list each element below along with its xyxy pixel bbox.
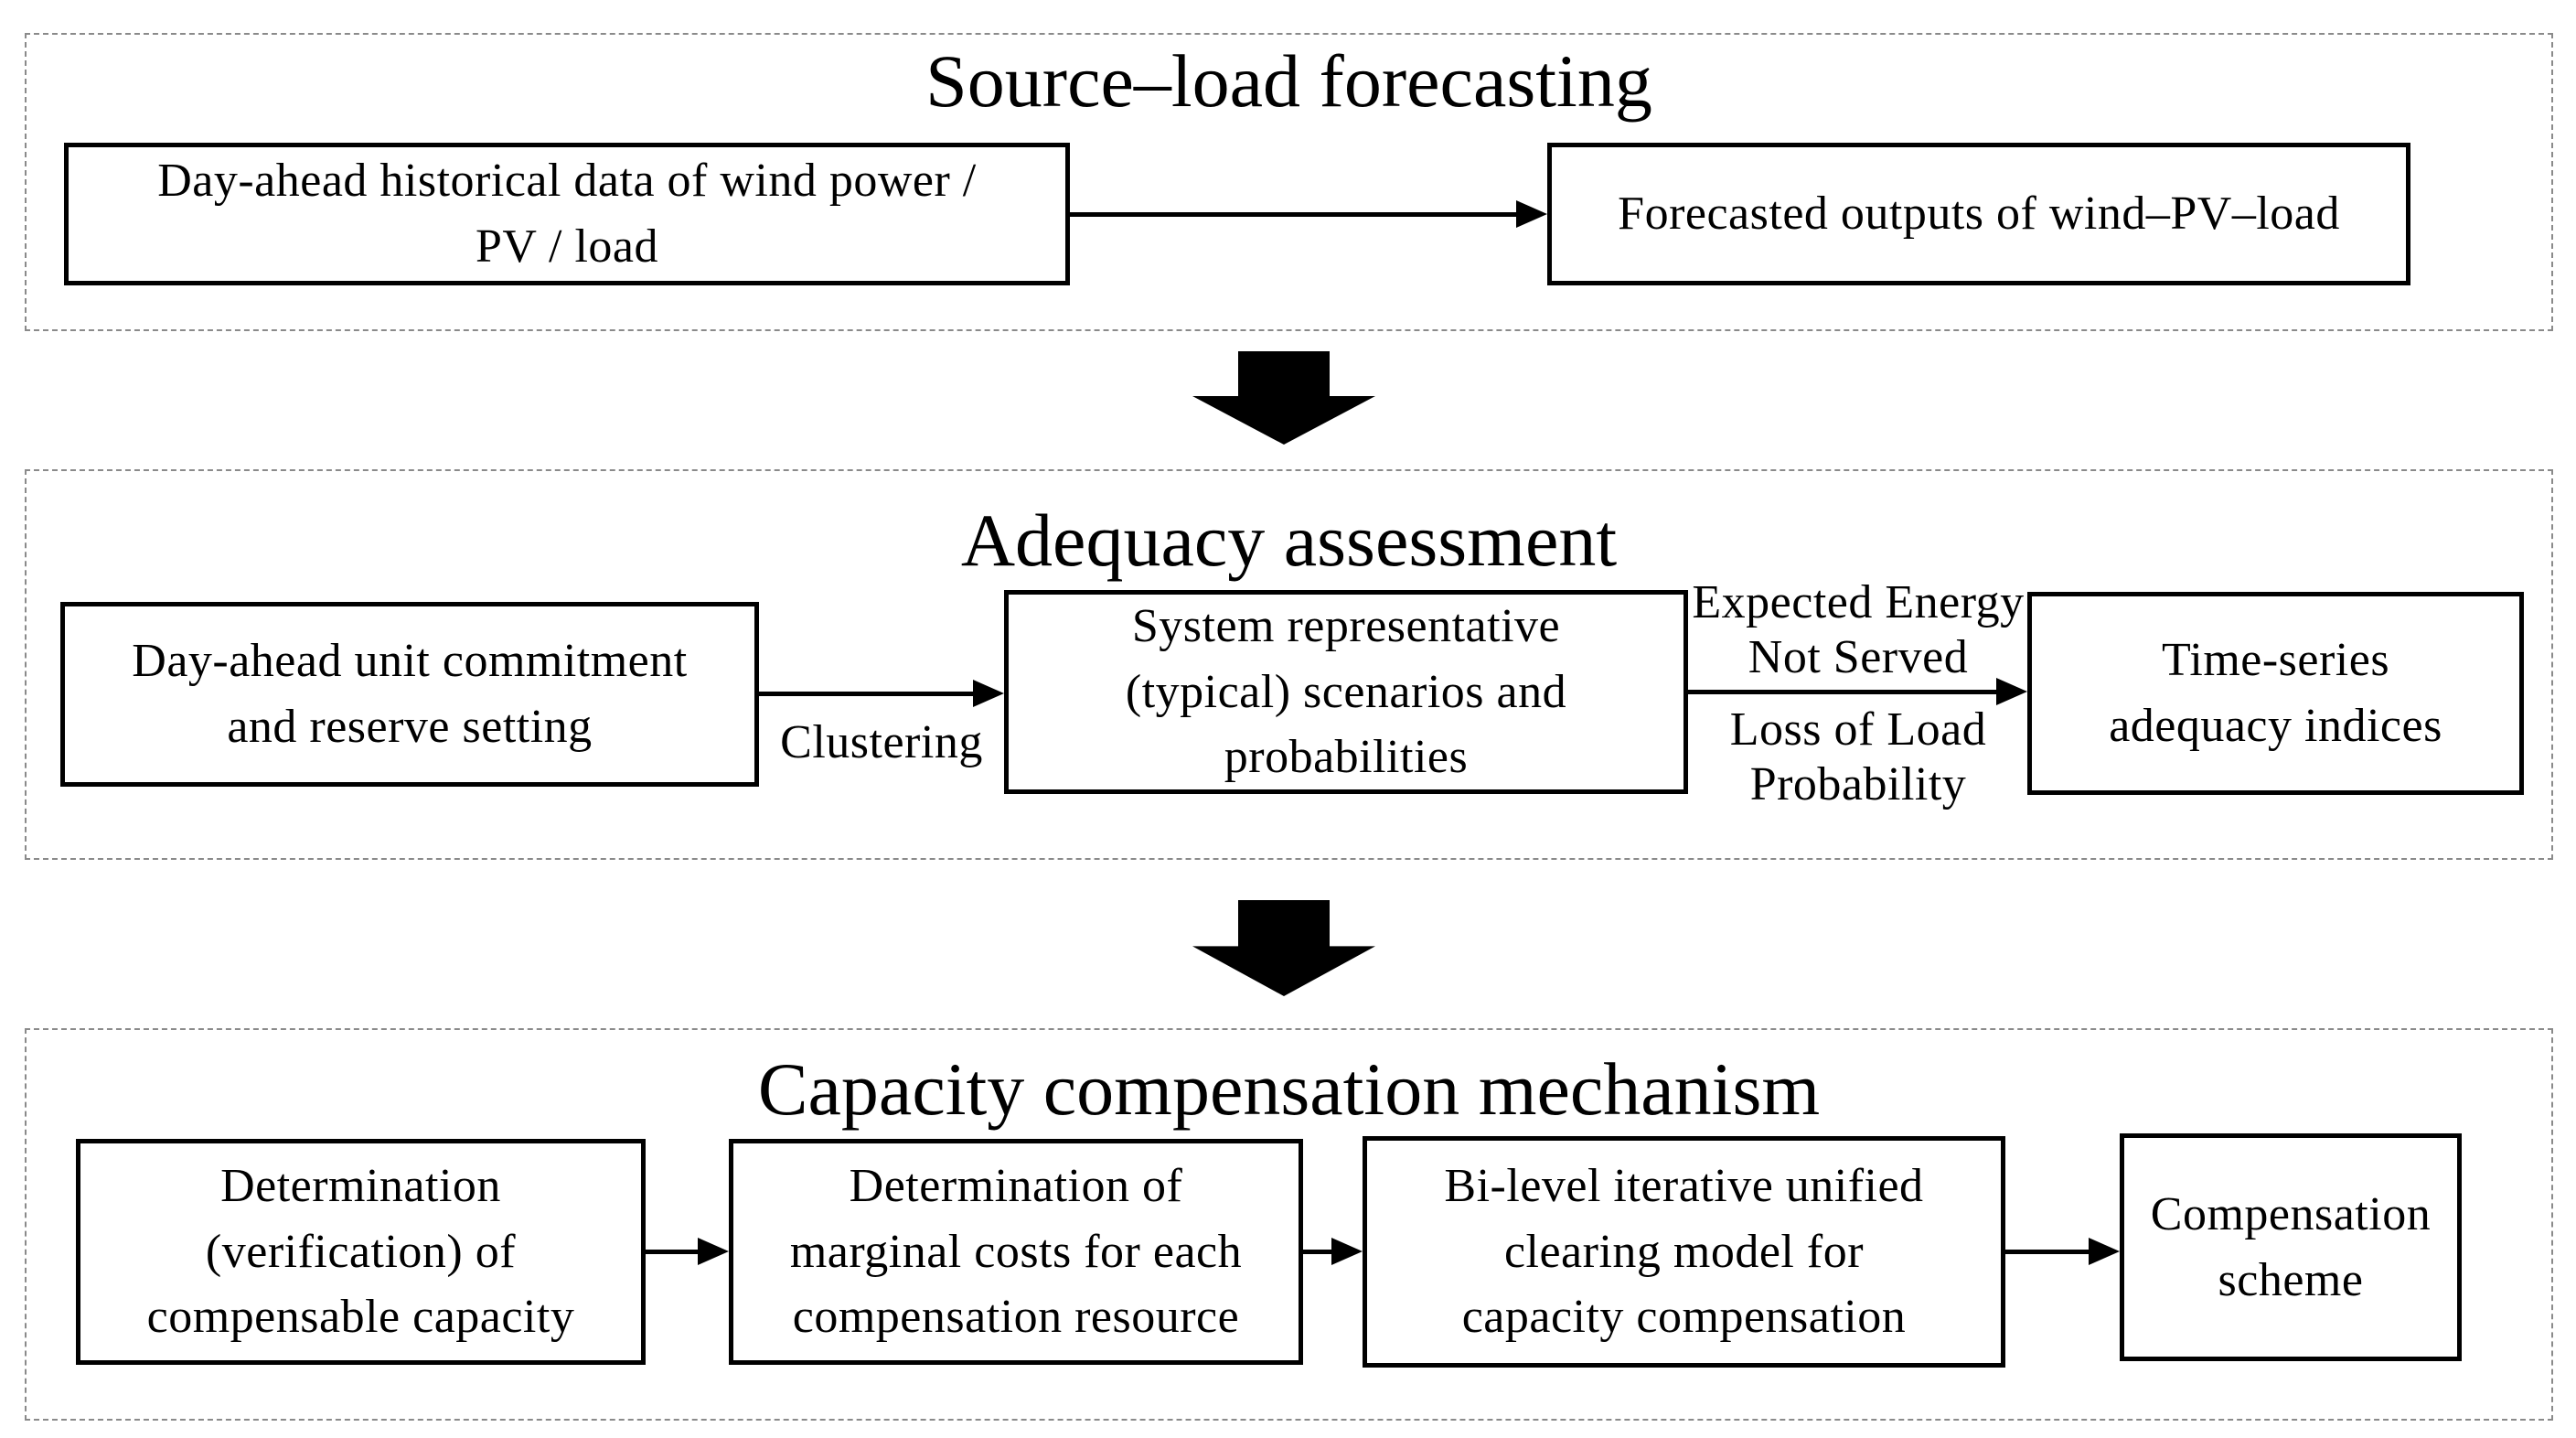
down-block-arrow-1 xyxy=(1192,351,1375,445)
box-representative-scenarios-text: System representative(typical) scenarios… xyxy=(1125,599,1567,784)
arrow-shaft xyxy=(1688,689,1996,694)
arrow-commitment-to-scenarios xyxy=(759,680,1004,707)
arrow-clearing-to-scheme xyxy=(2005,1238,2120,1265)
panel-adequacy-assessment xyxy=(25,469,2553,860)
section-title-adequacy-assessment: Adequacy assessment xyxy=(960,499,1618,582)
arrow-scenarios-to-indices xyxy=(1688,678,2027,705)
arrow-shaft xyxy=(2005,1249,2089,1254)
label-clustering: Clustering xyxy=(780,716,983,768)
box-forecasted-outputs: Forecasted outputs of wind–PV–load xyxy=(1547,143,2410,285)
arrow-marginal-to-clearing xyxy=(1303,1238,1363,1265)
arrow-head xyxy=(2089,1238,2120,1265)
box-historical-data: Day-ahead historical data of wind power … xyxy=(64,143,1070,285)
arrow-shaft xyxy=(1070,211,1516,217)
box-representative-scenarios: System representative(typical) scenarios… xyxy=(1004,590,1688,794)
section-title-capacity-compensation-mechanism: Capacity compensation mechanism xyxy=(757,1047,1821,1131)
arrow-history-to-forecast xyxy=(1070,200,1547,228)
arrow-shaft xyxy=(646,1249,698,1254)
box-forecasted-outputs-text: Forecasted outputs of wind–PV–load xyxy=(1618,188,2340,241)
arrow-compensable-to-marginal xyxy=(646,1238,729,1265)
panel-source-load-forecasting xyxy=(25,33,2553,331)
panel-capacity-compensation-mechanism xyxy=(25,1028,2553,1421)
down-block-arrow-2 xyxy=(1192,900,1375,996)
arrow-shaft xyxy=(759,691,973,696)
arrow-head xyxy=(973,680,1004,707)
arrow-head xyxy=(698,1238,729,1265)
arrow-head xyxy=(1516,200,1547,228)
box-historical-data-text: Day-ahead historical data of wind power … xyxy=(157,155,977,273)
arrow-shaft xyxy=(1303,1249,1331,1254)
arrow-head xyxy=(1331,1238,1363,1265)
arrow-head xyxy=(1996,678,2027,705)
section-title-source-load-forecasting: Source–load forecasting xyxy=(925,39,1652,123)
